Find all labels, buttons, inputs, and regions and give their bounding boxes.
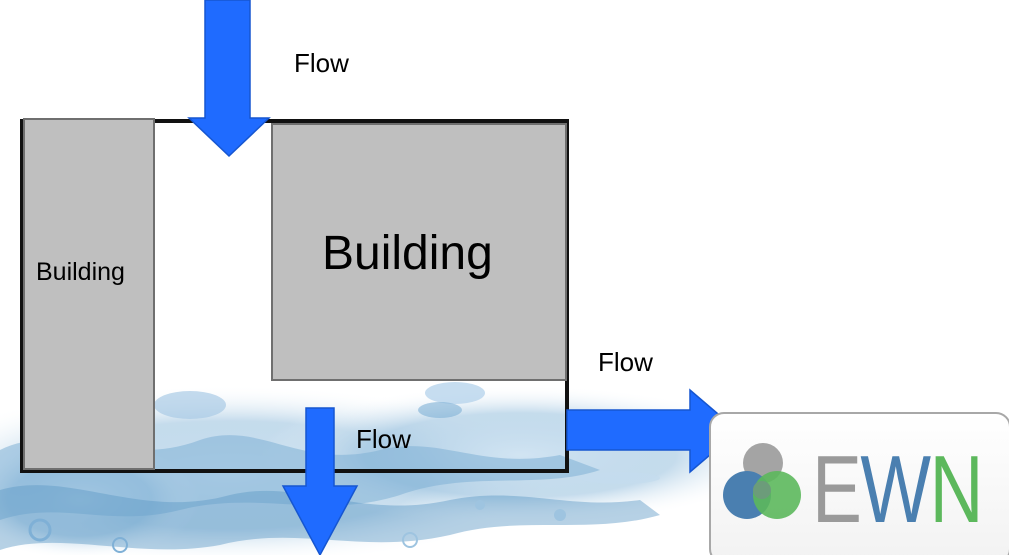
building-left xyxy=(23,118,155,470)
flow-label-right: Flow xyxy=(598,347,653,377)
flow-label-bottom: Flow xyxy=(356,424,411,454)
ewn-logo-letter-w: W xyxy=(860,436,931,543)
building-left-label: Building xyxy=(36,258,125,286)
building-right xyxy=(271,123,567,381)
ewn-logo xyxy=(709,412,1009,555)
ewn-logo-letter-e: E xyxy=(812,436,862,543)
building-right-label: Building xyxy=(322,227,493,280)
ewn-logo-letter-n: N xyxy=(929,436,983,543)
flow-arrow-top xyxy=(187,0,271,158)
flow-arrow-bottom xyxy=(281,407,359,555)
flow-label-top: Flow xyxy=(294,48,349,78)
ewn-logo-text: E W N xyxy=(812,418,984,543)
